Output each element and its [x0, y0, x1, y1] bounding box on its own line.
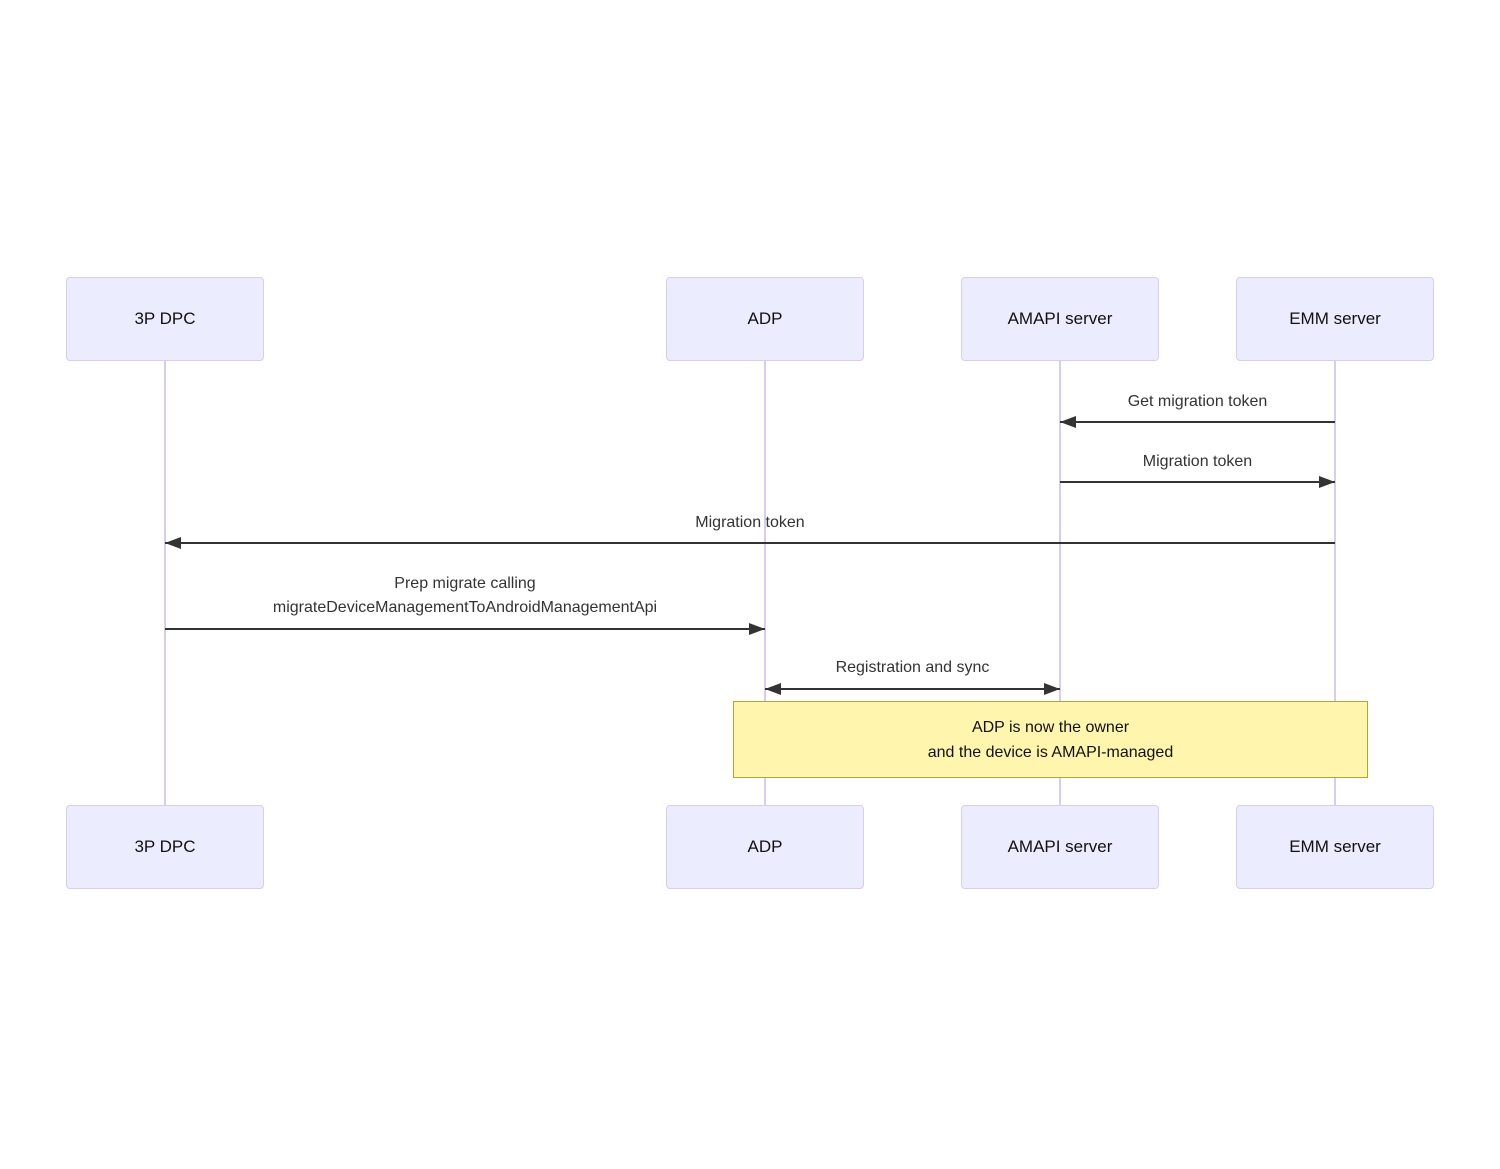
message-label-get-migration-token: Get migration token [1127, 393, 1268, 410]
actor-label: 3P DPC [134, 309, 196, 328]
message-arrow-registration-and-sync [765, 683, 1060, 695]
note-line2: and the device is AMAPI-managed [927, 743, 1174, 761]
message-arrow-prep-migrate [165, 623, 765, 635]
message-label-line1: Prep migrate calling [394, 575, 536, 592]
lifeline-adp [764, 361, 766, 805]
actor-bottom-emm-server: EMM server [1236, 805, 1434, 889]
arrowhead-right-icon [749, 623, 765, 635]
message-label-migration-token-to-dpc: Migration token [695, 514, 805, 531]
lifeline-amapi-server [1059, 361, 1061, 805]
actor-label: ADP [747, 837, 783, 856]
actor-label: AMAPI server [1007, 837, 1113, 856]
arrowhead-right-icon [1044, 683, 1060, 695]
actor-label: EMM server [1289, 837, 1381, 856]
note-line1: ADP is now the owner [971, 718, 1130, 736]
actor-label: 3P DPC [134, 837, 196, 856]
actor-label: AMAPI server [1007, 309, 1113, 328]
actor-bottom-adp: ADP [666, 805, 864, 889]
message-label-registration-and-sync: Registration and sync [835, 659, 990, 676]
lifeline-3p-dpc [164, 361, 166, 805]
message-label-prep-migrate: Prep migrate calling migrateDeviceManage… [165, 572, 765, 620]
arrowhead-left-icon [165, 537, 181, 549]
message-arrow-migration-token-to-dpc [165, 537, 1335, 549]
actor-top-emm-server: EMM server [1236, 277, 1434, 361]
arrowhead-left-icon [765, 683, 781, 695]
message-arrow-get-migration-token [1060, 416, 1335, 428]
message-arrow-migration-token-to-emm [1060, 476, 1335, 488]
actor-top-adp: ADP [666, 277, 864, 361]
arrowhead-left-icon [1060, 416, 1076, 428]
actor-top-amapi-server: AMAPI server [961, 277, 1159, 361]
message-label-migration-token-to-emm: Migration token [1142, 453, 1253, 470]
lifeline-emm-server [1334, 361, 1336, 805]
actor-bottom-3p-dpc: 3P DPC [66, 805, 264, 889]
note-adp-owner: ADP is now the owner and the device is A… [733, 701, 1368, 778]
message-label-line2: migrateDeviceManagementToAndroidManageme… [272, 599, 658, 616]
arrowhead-right-icon [1319, 476, 1335, 488]
actor-label: ADP [747, 309, 783, 328]
actor-bottom-amapi-server: AMAPI server [961, 805, 1159, 889]
actor-top-3p-dpc: 3P DPC [66, 277, 264, 361]
actor-label: EMM server [1289, 309, 1381, 328]
